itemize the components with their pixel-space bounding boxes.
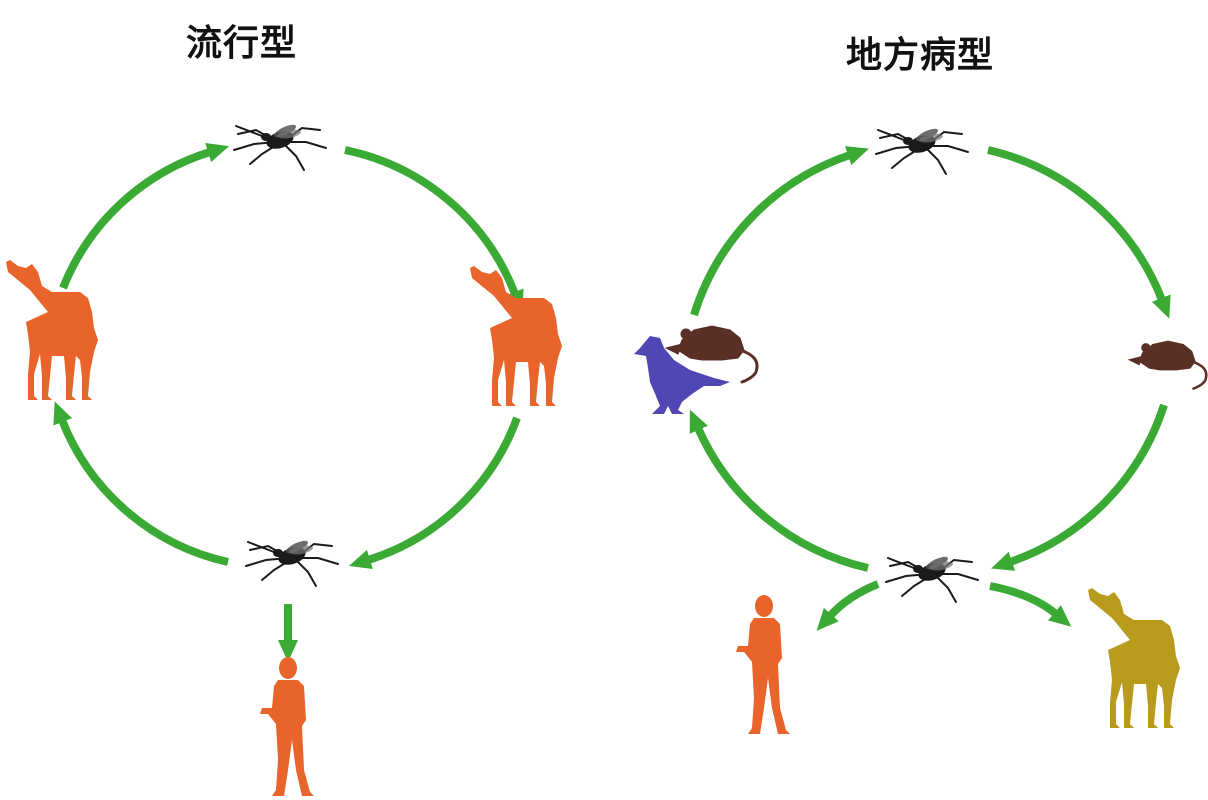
cycle-arrow bbox=[690, 146, 869, 317]
horse-icon bbox=[6, 260, 98, 400]
epidemic-cycle bbox=[6, 121, 562, 796]
title-endemic: 地方病型 bbox=[846, 35, 995, 76]
cycle-arrow bbox=[344, 146, 524, 313]
mosquito-icon bbox=[885, 553, 979, 603]
endemic-cycle bbox=[634, 125, 1208, 734]
horse-icon bbox=[1088, 588, 1180, 728]
cycle-arrow bbox=[59, 143, 230, 290]
rat-icon bbox=[1127, 339, 1208, 390]
title-epidemic: 流行型 bbox=[186, 23, 298, 64]
cycle-arrow bbox=[987, 146, 1171, 319]
spillover-arrow bbox=[816, 580, 880, 631]
spillover-arrow bbox=[989, 582, 1072, 627]
cycle-arrow bbox=[53, 401, 229, 566]
cycle-arrow bbox=[991, 403, 1168, 571]
mosquito-icon bbox=[233, 121, 327, 171]
human-icon bbox=[260, 657, 314, 796]
mosquito-icon bbox=[875, 125, 969, 175]
mosquito-icon bbox=[245, 537, 339, 587]
cycle-arrow bbox=[689, 409, 869, 572]
human-icon bbox=[736, 595, 790, 734]
cycle-arrow bbox=[348, 416, 521, 569]
